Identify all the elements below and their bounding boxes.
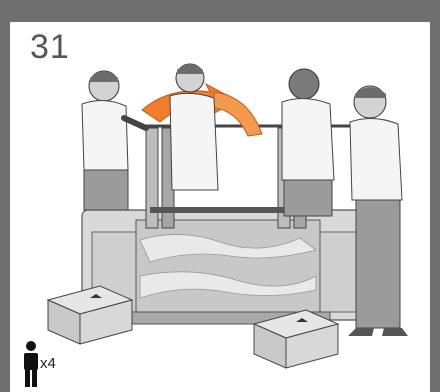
foot-box-left: [48, 286, 132, 344]
person-3: [282, 69, 334, 216]
person-icon: [24, 341, 38, 387]
person-1: [82, 71, 146, 210]
people-count-label: x4: [40, 355, 56, 372]
person-4: [348, 86, 408, 336]
person-2: [170, 64, 218, 190]
